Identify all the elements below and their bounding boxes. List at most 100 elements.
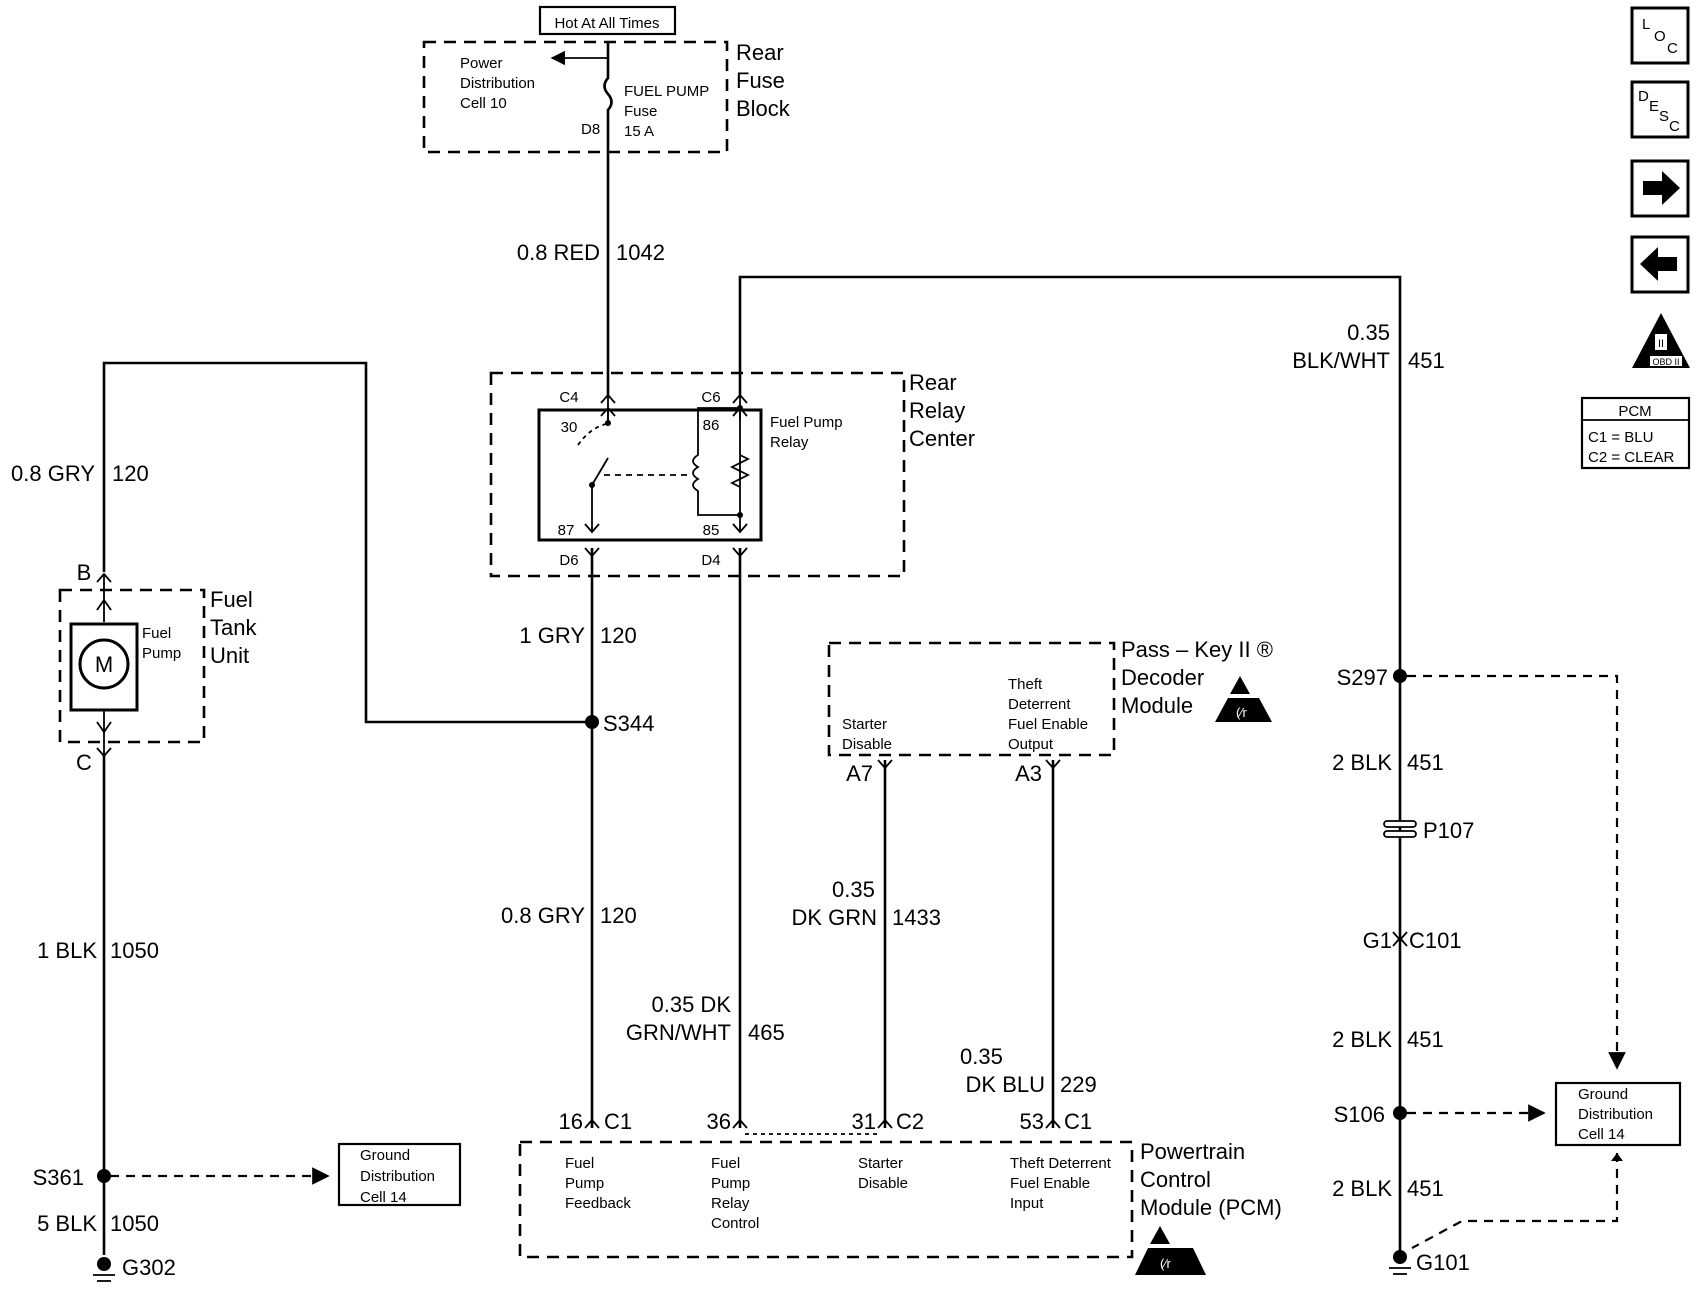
loc-letter-c: C (1667, 40, 1678, 57)
ground-dist-right-link-top (1407, 674, 1626, 1070)
pin-c: C (76, 750, 92, 775)
arrow-left-icon (1640, 247, 1677, 281)
relay-coil (692, 395, 751, 534)
pcm-title3: Module (PCM) (1140, 1195, 1282, 1220)
loc-button[interactable]: L O C (1630, 6, 1690, 65)
fuel-pump-fuse-symbol (603, 42, 613, 120)
ground-dist-left-box[interactable] (337, 1142, 462, 1207)
splice-s361 (97, 1169, 111, 1183)
relay-center-title3: Center (909, 426, 975, 451)
d4-connector (732, 547, 748, 558)
wire-blk1-size: 1 BLK (37, 938, 97, 963)
pin-a3: A3 (1015, 761, 1042, 786)
fuse-block-title1: Rear (736, 40, 784, 65)
pcm-theft3: Input (1010, 1195, 1044, 1212)
pcm-pin31-connector (877, 1118, 893, 1129)
relay-center-outline (489, 371, 906, 578)
pass-through-p107-icon (1383, 820, 1417, 838)
connector-c101-icon (1392, 931, 1408, 947)
pcm-legend-c1: C1 = BLU (1588, 429, 1653, 446)
fuse-line1: FUEL PUMP (624, 83, 709, 100)
relay-name1: Fuel Pump (770, 414, 843, 431)
a3-connector (1045, 759, 1061, 770)
passkey-starter2: Disable (842, 736, 892, 753)
ground-g302-icon (93, 1257, 115, 1282)
wire-dkblu-size2: DK BLU (966, 1072, 1045, 1097)
pcm-pin36-connector (732, 1118, 748, 1129)
wire-blkwht-size1: 0.35 (1347, 320, 1390, 345)
wire-gry-top-size: 0.8 GRY (11, 461, 95, 486)
prev-arrow-button[interactable] (1630, 235, 1690, 294)
pin-c6: C6 (701, 389, 720, 406)
next-arrow-button[interactable] (1630, 159, 1690, 218)
wire-gry1-size: 1 GRY (519, 623, 585, 648)
splice-s297-label: S297 (1337, 665, 1388, 690)
connector-c101-left: G1 (1363, 928, 1392, 953)
pin-c4: C4 (559, 389, 578, 406)
passkey-title3: Module (1121, 693, 1193, 718)
relay-center-title1: Rear (909, 370, 957, 395)
terminal-87: 87 (558, 522, 575, 539)
pcm-legend-title: PCM (1618, 403, 1651, 420)
ground-dist-left-line2: Distribution (360, 1168, 435, 1185)
pcm-theft1: Theft Deterrent (1010, 1155, 1112, 1172)
fuel-tank-outline (58, 588, 206, 744)
obd-ii-button[interactable]: OBD II II (1632, 313, 1690, 368)
fuel-tank-title1: Fuel (210, 587, 253, 612)
passkey-outline (827, 641, 1116, 757)
ground-dist-right-line2: Distribution (1578, 1106, 1653, 1123)
pcm-feedback3: Feedback (565, 1195, 631, 1212)
passkey-theft2: Deterrent (1008, 696, 1071, 713)
wire-dkblu-size1: 0.35 (960, 1044, 1003, 1069)
wire-blkwht-451 (738, 275, 1402, 672)
ground-dist-right-arrow-up (1611, 1153, 1623, 1161)
pcm-esd-warning-icon: (∕r (1135, 1226, 1206, 1275)
passkey-decoder-module: Pass – Key II ® Decoder Module Starter D… (827, 637, 1273, 786)
passkey-theft1: Theft (1008, 676, 1043, 693)
pcm-pin16-connector (584, 1118, 600, 1129)
wire-blk2c-size: 2 BLK (1332, 1176, 1392, 1201)
pcm-outline (518, 1140, 1134, 1259)
relay-center-title2: Relay (909, 398, 965, 423)
pcm-pin53: 53 (1020, 1109, 1044, 1134)
arrow-right-icon (1643, 171, 1680, 205)
wire-blk5-circuit: 1050 (110, 1211, 159, 1236)
pass-through-p107-label: P107 (1423, 818, 1474, 843)
pcm-relay-ctrl3: Relay (711, 1195, 750, 1212)
passkey-theft4: Output (1008, 736, 1054, 753)
fuel-tank-unit: Fuel Tank Unit B C M Fuel Pump (58, 560, 257, 775)
terminal-30: 30 (561, 419, 578, 436)
power-dist-line3: Cell 10 (460, 95, 507, 112)
ground-g302-label: G302 (122, 1255, 176, 1280)
wire-gry-120-top (102, 361, 592, 724)
fuel-tank-title2: Tank (210, 615, 257, 640)
wire-gry08-size: 0.8 GRY (501, 903, 585, 928)
desc-letter-s: S (1659, 108, 1669, 125)
motor-label: M (95, 652, 113, 677)
wire-blkwht-circuit: 451 (1408, 348, 1445, 373)
pcm-relay-ctrl2: Pump (711, 1175, 750, 1192)
pcm-pin31: 31 (852, 1109, 876, 1134)
wire-blk2a-circuit: 451 (1407, 750, 1444, 775)
power-dist-line1: Power (460, 55, 503, 72)
passkey-title2: Decoder (1121, 665, 1204, 690)
powertrain-control-module: 16 C1 36 31 C2 53 C1 Powertrain Control … (518, 1109, 1282, 1275)
pcm-theft2: Fuel Enable (1010, 1175, 1090, 1192)
rear-relay-center: Rear Relay Center Fuel Pump Relay C4 C6 … (489, 370, 975, 578)
power-dist-line2: Distribution (460, 75, 535, 92)
hot-at-all-times-box (538, 5, 677, 36)
motor-icon (78, 638, 130, 690)
d6-connector (584, 547, 600, 558)
desc-letter-d: D (1638, 88, 1649, 105)
pcm-feedback2: Pump (565, 1175, 604, 1192)
pcm-c1b: C1 (1064, 1109, 1092, 1134)
wire-gry08-circuit: 120 (600, 903, 637, 928)
terminal-85: 85 (703, 522, 720, 539)
fuse-pin-d8: D8 (581, 121, 600, 138)
wire-blkwht-size2: BLK/WHT (1292, 348, 1390, 373)
c4-connector (600, 393, 616, 404)
ground-dist-right-box[interactable] (1554, 1081, 1682, 1147)
wire-dkgrn-size1: 0.35 (832, 877, 875, 902)
desc-button[interactable]: D E S C (1630, 80, 1690, 139)
